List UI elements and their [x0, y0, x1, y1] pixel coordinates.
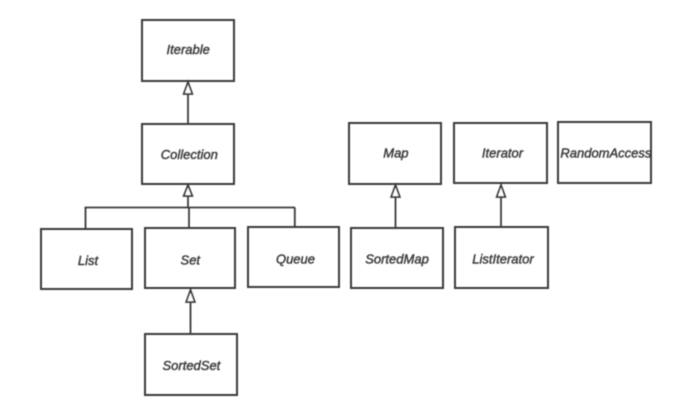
svg-text:Collection: Collection: [161, 147, 218, 162]
svg-text:Iterable: Iterable: [167, 42, 210, 57]
svg-text:Map: Map: [383, 146, 408, 161]
svg-text:SortedMap: SortedMap: [365, 252, 429, 267]
svg-text:RandomAccess: RandomAccess: [560, 146, 652, 161]
svg-text:Iterator: Iterator: [482, 146, 524, 161]
svg-text:Set: Set: [181, 253, 202, 268]
svg-text:SortedSet: SortedSet: [162, 358, 221, 373]
svg-text:List: List: [78, 253, 100, 268]
svg-text:ListIterator: ListIterator: [472, 252, 534, 267]
svg-text:Queue: Queue: [276, 252, 315, 267]
